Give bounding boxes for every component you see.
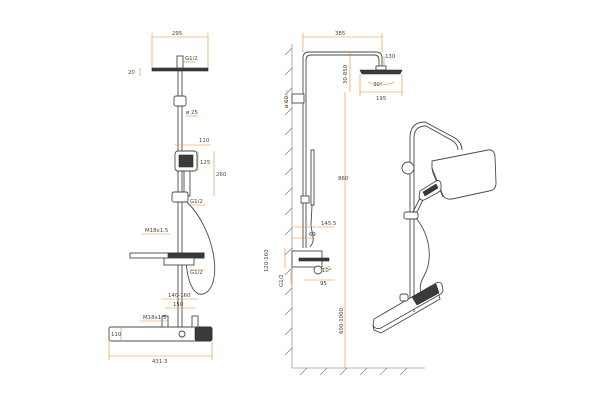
dim-head-angle: 30° — [373, 82, 383, 88]
dim-hand-width: 110 — [199, 138, 210, 144]
persp-slide-holder — [403, 211, 419, 220]
front-shelf-dark — [167, 252, 205, 259]
front-mixer-dark — [194, 326, 213, 342]
front-shelf-support — [163, 257, 195, 266]
dim-inlet-range: 120-160 — [264, 249, 270, 272]
side-head-cap — [375, 65, 387, 71]
persp-bracket — [401, 161, 415, 175]
dim-mixer-angle: 10° — [322, 268, 332, 274]
dim-mixer-width: 431.3 — [152, 359, 167, 365]
dim-hand-length: 260 — [216, 172, 227, 178]
front-view — [108, 55, 216, 342]
side-riser-arm-inner — [305, 54, 380, 248]
front-mixer-inlet-left — [161, 315, 169, 328]
dim-mixer-offset: 95 — [320, 281, 327, 287]
dim-head-height: 20 — [128, 70, 135, 76]
dim-head-depth: 195 — [376, 96, 386, 102]
dim-inlet-spacing: 140-160 — [168, 293, 191, 299]
front-head-connector — [176, 55, 184, 69]
persp-head — [431, 149, 497, 200]
dim-head-dia: 130 — [385, 54, 396, 60]
dim-mixer-reach: 145.5 — [321, 221, 336, 227]
dim-mixer-depth: 69 — [309, 232, 316, 238]
persp-arm — [409, 121, 463, 151]
side-mixer-shelf — [298, 257, 330, 262]
dim-floor-height: 600-1000 — [339, 307, 345, 334]
side-hose — [309, 204, 314, 248]
dim-slide-thread: G1/2 — [190, 199, 203, 205]
dim-head-width: 295 — [172, 31, 182, 37]
front-dimensions: 295 G1/2 20 ø 25 110 125 260 G1/2 M18x1.… — [108, 31, 227, 365]
dim-outlet-thread: G1/2 — [190, 270, 203, 276]
persp-shelf-front — [372, 294, 441, 334]
perspective-view — [372, 121, 497, 334]
dim-rail-height: 860 — [338, 176, 349, 182]
dim-side-bracket-dia: ø 60 — [284, 96, 290, 108]
front-hose — [185, 201, 216, 295]
side-slide-holder — [300, 195, 310, 204]
persp-hand-face — [422, 183, 439, 197]
dim-head-thread: G1/2 — [185, 56, 198, 62]
dim-head-offset: 30-850 — [343, 64, 349, 84]
side-floor-hatch — [299, 367, 408, 376]
front-slide-holder — [171, 191, 189, 203]
dim-inlet-thread: M18x1.5 — [145, 228, 168, 234]
dim-bracket-dia: ø 25 — [186, 110, 198, 116]
side-head-plate — [359, 69, 403, 75]
persp-hose — [415, 217, 430, 299]
front-wall-bracket — [173, 95, 187, 107]
front-mixer-knob — [178, 330, 186, 338]
front-mixer-inlet-right — [191, 315, 199, 328]
side-wall-bracket — [291, 93, 305, 104]
dim-mixer-height: 110 — [111, 332, 122, 338]
side-wall-hatch — [284, 47, 293, 356]
side-mixer-knob — [313, 265, 323, 275]
side-view — [284, 44, 425, 376]
side-dimensions: 385 ø 60 30-850 130 30° 195 860 145.5 69… — [264, 31, 403, 368]
persp-shelf-dark — [411, 283, 440, 306]
dim-mixer-thread: M18x1.5 — [143, 315, 166, 321]
dim-arm-reach: 385 — [335, 31, 345, 37]
dim-hand-face: 125 — [200, 160, 210, 166]
persp-arm-inner — [413, 125, 459, 151]
dim-center-spacing: 150 — [173, 302, 184, 308]
side-hand-shower — [310, 149, 315, 206]
front-hand-nozzles — [178, 154, 194, 168]
dim-side-inlet-thread: G1/2 — [279, 274, 285, 287]
side-riser-arm — [302, 51, 383, 248]
persp-mixer-knob — [399, 293, 409, 302]
